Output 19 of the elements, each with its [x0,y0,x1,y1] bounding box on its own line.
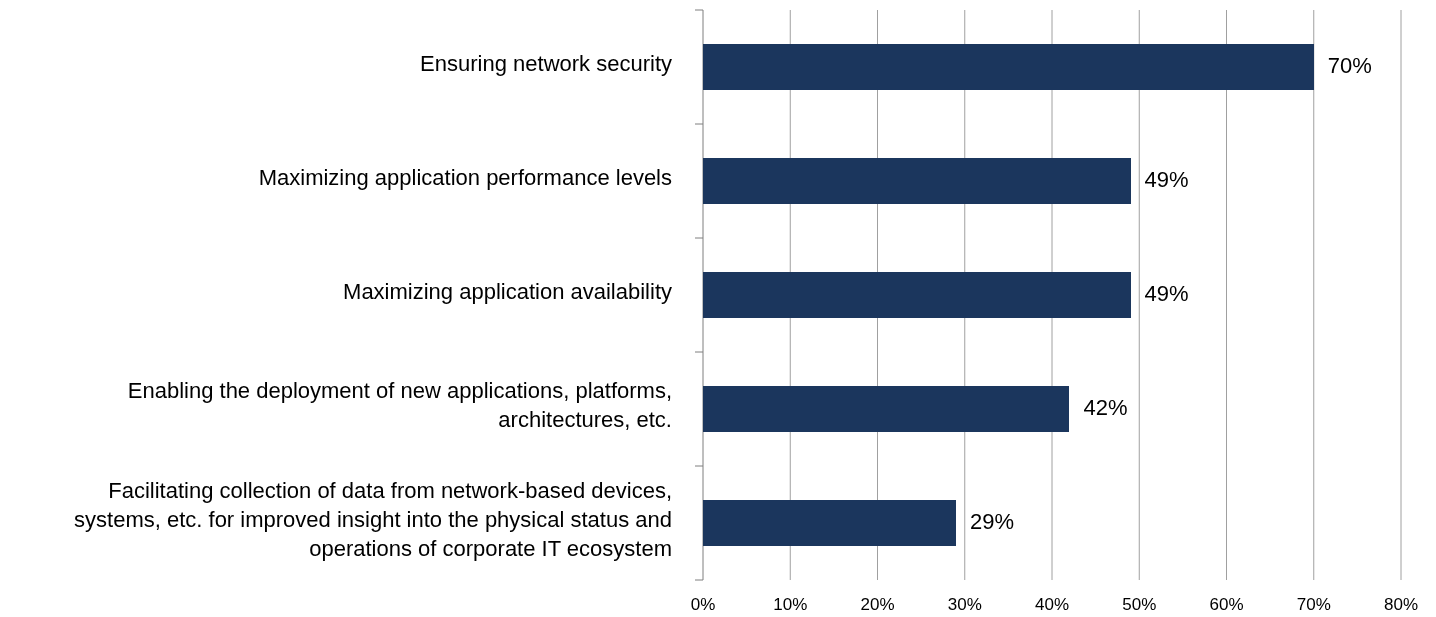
tick-label: 40% [1035,595,1069,615]
value-label: 70% [1327,53,1372,79]
category-label: Ensuring network security [420,49,672,78]
tick-label: 60% [1209,595,1244,615]
tick-label: 80% [1384,595,1418,615]
tick-label: 20% [860,595,895,615]
tick-label: 70% [1296,595,1331,615]
value-label: 49% [1144,281,1189,307]
value-label: 29% [970,509,1015,535]
value-label: 49% [1144,167,1189,193]
category-label: Facilitating collection of data from network-based devices, systems, etc. for improved insight into the physical status and operations of corporate IT ecosystem [73,476,672,563]
category-label: Enabling the deployment of new applications, platforms, architectures, etc. [126,377,672,434]
tick-label: 0% [690,595,716,615]
category-label: Maximizing application availability [343,277,672,306]
tick-label: 50% [1122,595,1157,615]
category-label: Maximizing application performance levels [258,163,672,192]
tick-label: 30% [947,595,982,615]
value-label: 42% [1083,395,1128,421]
tick-label: 10% [773,595,808,615]
